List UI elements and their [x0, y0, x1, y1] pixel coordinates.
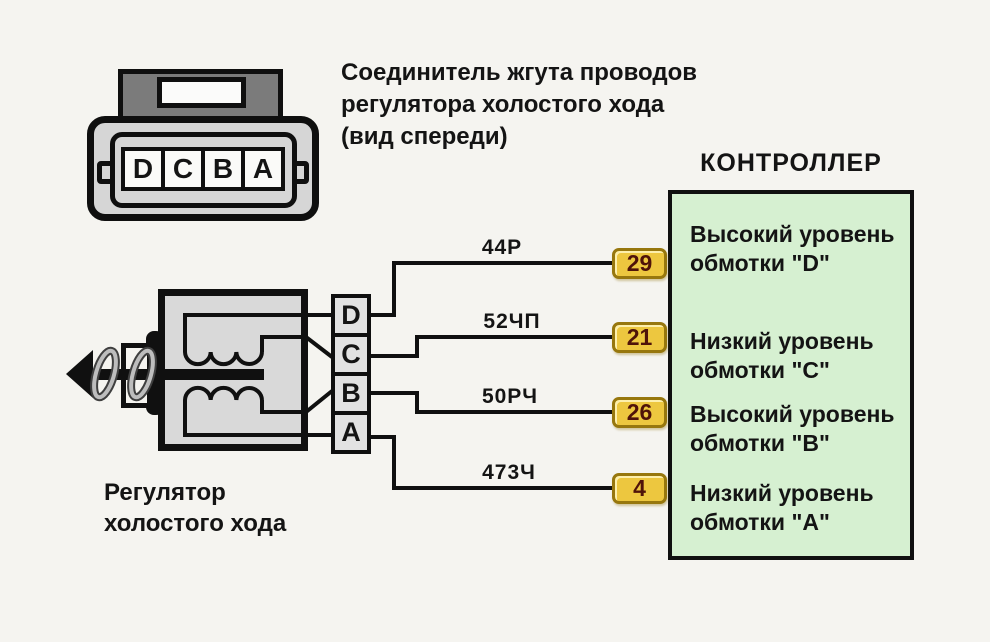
connector-lock-window	[157, 77, 246, 108]
regulator-pin-b: B	[331, 372, 371, 415]
connector-pin-c: C	[161, 147, 205, 191]
winding-coil-bottom-icon	[183, 385, 264, 401]
controller-function-b: Высокий уровень обмотки "В"	[690, 401, 895, 456]
caption-line-2: регулятора холостого хода	[341, 91, 665, 118]
controller-function-a: Низкий уровень обмотки "А"	[690, 480, 874, 535]
pintle-shaft	[88, 369, 264, 380]
wire-d-44p	[367, 261, 616, 317]
caption-line-3: (вид спереди)	[341, 123, 508, 150]
controller-function-c: Низкий уровень обмотки "С"	[690, 328, 874, 383]
regulator-pin-d: D	[331, 294, 371, 337]
shaft-guide-box	[121, 343, 152, 408]
pintle-arrow-icon	[66, 350, 93, 398]
regulator-label-line-1: Регулятор	[104, 479, 226, 506]
regulator-label-line-2: холостого хода	[104, 510, 287, 537]
wire-label: 52ЧП	[483, 310, 541, 333]
motor-body	[158, 289, 308, 451]
caption-line-1: Соединитель жгута проводов	[341, 59, 698, 86]
winding-circuit	[183, 313, 335, 437]
regulator-pin-c: C	[331, 333, 371, 376]
connector-pin-row: D C B A	[121, 147, 285, 191]
regulator-pin-a: A	[331, 411, 371, 454]
winding-c-lead	[260, 335, 334, 359]
controller-pin-badge-21: 21	[612, 322, 667, 353]
winding-a-lead	[183, 400, 335, 437]
connector-pin-a: A	[241, 147, 285, 191]
wire-label: 44Р	[481, 236, 523, 259]
wire-label: 50РЧ	[481, 385, 539, 408]
connector-caption: Соединитель жгута проводов регулятора хо…	[341, 57, 697, 153]
controller-pin-badge-26: 26	[612, 397, 667, 428]
controller-pin-badge-29: 29	[612, 248, 667, 279]
winding-coil-top-icon	[183, 351, 264, 367]
regulator-pin-column: D C B A	[331, 294, 371, 454]
controller-box: Высокий уровень обмотки "D" Низкий урове…	[668, 190, 914, 560]
winding-d-lead	[183, 313, 335, 352]
connector-pin-b: B	[201, 147, 245, 191]
winding-b-lead	[260, 389, 334, 414]
controller-title: КОНТРОЛЛЕР	[700, 149, 882, 177]
motor-left-boss	[146, 331, 164, 415]
wire-label: 473Ч	[482, 461, 536, 484]
connector-pin-d: D	[121, 147, 165, 191]
harness-wires	[367, 261, 616, 490]
controller-pin-badge-4: 4	[612, 473, 667, 504]
wire-c-52chp	[367, 335, 616, 358]
spring-icon	[90, 346, 157, 402]
regulator-label: Регулятор холостого хода	[104, 477, 286, 539]
controller-function-d: Высокий уровень обмотки "D"	[690, 221, 895, 276]
